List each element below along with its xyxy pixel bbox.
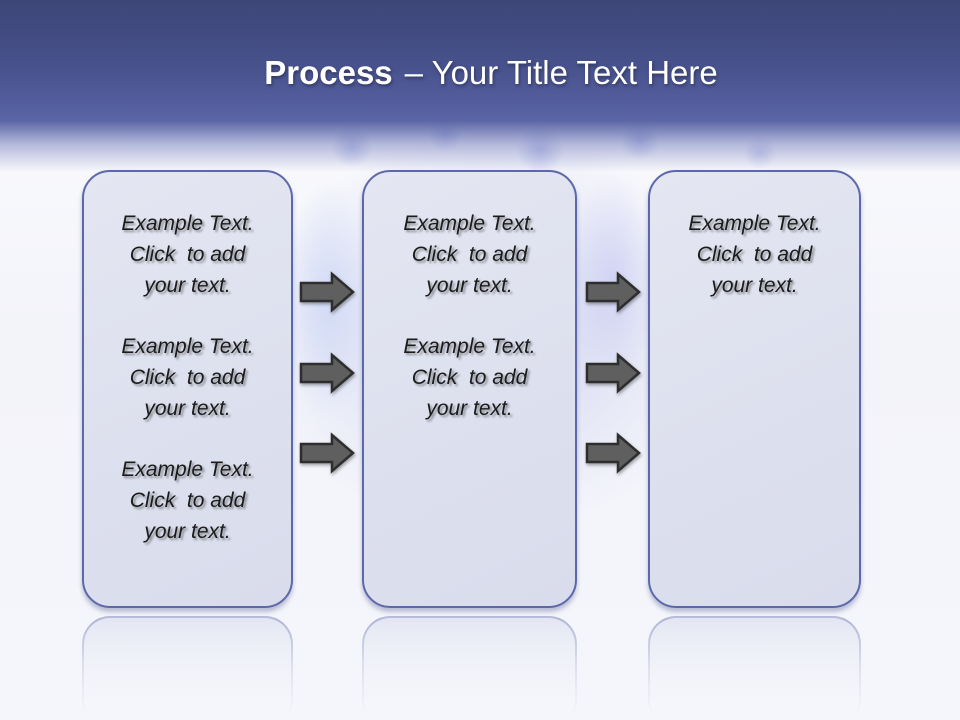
- box-reflection: [646, 614, 863, 720]
- title-rest: – Your Title Text Here: [404, 54, 718, 91]
- placeholder-text[interactable]: Example Text. Click to add your text.: [121, 458, 254, 543]
- process-box-2-content: Example Text. Click to add your text. Ex…: [364, 172, 575, 424]
- process-box-1-content: Example Text. Click to add your text. Ex…: [84, 172, 291, 547]
- process-box-3-content: Example Text. Click to add your text.: [650, 172, 859, 301]
- flow-arrow-icon: [299, 352, 355, 394]
- box-reflection: [360, 614, 579, 720]
- flow-arrow-icon: [299, 432, 355, 474]
- process-box-2[interactable]: Example Text. Click to add your text. Ex…: [362, 170, 577, 608]
- placeholder-text[interactable]: Example Text. Click to add your text.: [403, 212, 536, 297]
- placeholder-text[interactable]: Example Text. Click to add your text.: [121, 335, 254, 420]
- flow-arrow-icon: [299, 271, 355, 313]
- process-box-3[interactable]: Example Text. Click to add your text.: [648, 170, 861, 608]
- flow-arrow-icon: [585, 352, 641, 394]
- box-reflection: [80, 614, 295, 720]
- title-emphasis: Process: [264, 54, 393, 91]
- placeholder-text[interactable]: Example Text. Click to add your text.: [121, 212, 254, 297]
- page-title[interactable]: Process – Your Title Text Here: [0, 52, 960, 94]
- placeholder-text[interactable]: Example Text. Click to add your text.: [688, 212, 821, 297]
- flow-arrow-icon: [585, 271, 641, 313]
- process-box-1[interactable]: Example Text. Click to add your text. Ex…: [82, 170, 293, 608]
- placeholder-text[interactable]: Example Text. Click to add your text.: [403, 335, 536, 420]
- flow-arrow-icon: [585, 432, 641, 474]
- header-band: [0, 0, 960, 172]
